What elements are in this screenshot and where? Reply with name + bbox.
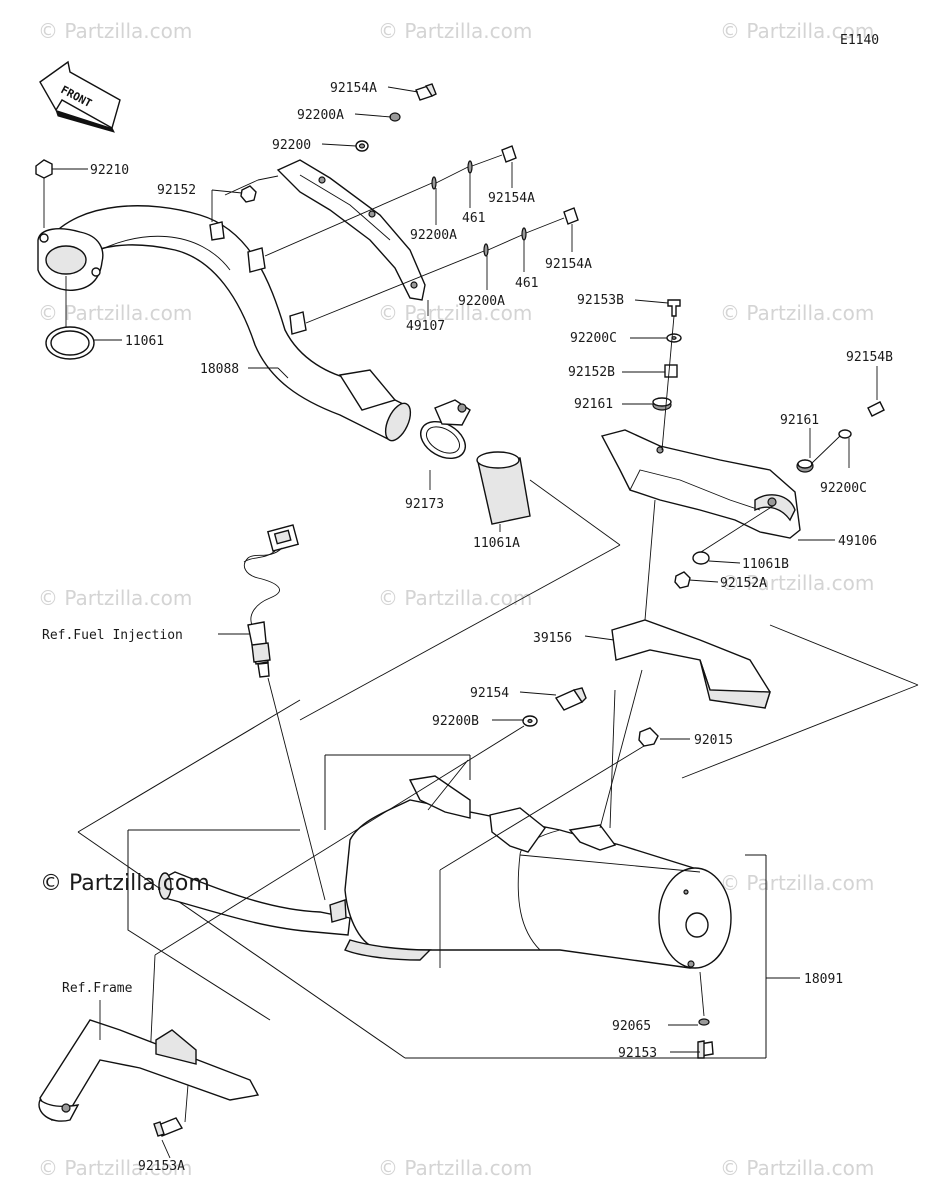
- label-92210: 92210: [90, 163, 129, 178]
- label-49107: 49107: [406, 319, 445, 334]
- grommet-92161-2: [796, 459, 814, 473]
- ref-fuel-injection: Ref.Fuel Injection: [42, 628, 183, 643]
- clamp-92173: [420, 399, 471, 460]
- label-92152A: 92152A: [720, 576, 767, 591]
- frame-reference: [38, 1000, 260, 1122]
- watermark: © Partzilla.com: [38, 301, 192, 325]
- exhaust-header-pipe: [37, 205, 412, 442]
- label-92200C: 92200C: [570, 331, 617, 346]
- label-92015: 92015: [694, 733, 733, 748]
- label-49106: 49106: [838, 534, 877, 549]
- washer-92200B: [522, 715, 538, 727]
- leader-lines-upper: [43, 86, 621, 721]
- grommet-92161-1: [652, 397, 672, 411]
- label-92153A: 92153A: [138, 1159, 185, 1174]
- leader-lines-right: [584, 299, 919, 779]
- grommet-11061B: [692, 551, 710, 565]
- label-92200B: 92200B: [432, 714, 479, 729]
- sleeve-11061A: [476, 451, 531, 525]
- washer-92065: [698, 1018, 710, 1026]
- heat-cover-49106: [600, 429, 801, 539]
- label-92152: 92152: [157, 183, 196, 198]
- watermark: © Partzilla.com: [38, 1156, 192, 1180]
- oxygen-sensor: [243, 524, 300, 678]
- bolt-92154: [554, 687, 587, 711]
- nut-92152: [240, 185, 257, 203]
- heat-guard-39156: [611, 619, 771, 709]
- washer-92200-top: [355, 140, 369, 152]
- label-18091: 18091: [804, 972, 843, 987]
- label-461: 461: [462, 211, 485, 226]
- watermark: © Partzilla.com: [720, 871, 874, 895]
- label-92200C: 92200C: [820, 481, 867, 496]
- label-92154B: 92154B: [846, 350, 893, 365]
- gasket-11061: [45, 326, 95, 360]
- label-18088: 18088: [200, 362, 239, 377]
- watermark: © Partzilla.com: [378, 1156, 532, 1180]
- label-92200: 92200: [272, 138, 311, 153]
- label-11061B: 11061B: [742, 557, 789, 572]
- watermark: © Partzilla.com: [720, 19, 874, 43]
- watermark: © Partzilla.com: [38, 586, 192, 610]
- nut-92210: [35, 159, 53, 179]
- washer-461-1: [467, 160, 473, 174]
- bolt-92154A-top: [415, 83, 437, 101]
- washer-92200C-1: [666, 333, 682, 343]
- watermark: © Partzilla.com: [378, 301, 532, 325]
- washer-92200A-mid1: [431, 176, 437, 190]
- watermark: © Partzilla.com: [720, 571, 874, 595]
- front-arrow-icon: FRONT: [39, 60, 121, 133]
- label-92173: 92173: [405, 497, 444, 512]
- label-92153: 92153: [618, 1046, 657, 1061]
- label-39156: 39156: [533, 631, 572, 646]
- label-11061A: 11061A: [473, 536, 520, 551]
- nut-92152A: [674, 571, 691, 589]
- label-92161: 92161: [574, 397, 613, 412]
- part-labels: 92154A 92200A 92200 92210 92152 92200A 4…: [42, 81, 893, 1174]
- watermarks: © Partzilla.com © Partzilla.com © Partzi…: [38, 19, 874, 1180]
- label-92152B: 92152B: [568, 365, 615, 380]
- label-92200A: 92200A: [458, 294, 505, 309]
- bolt-92154A-mid1: [501, 145, 517, 163]
- label-92154: 92154: [470, 686, 509, 701]
- main-watermark: © Partzilla.com: [40, 871, 210, 896]
- watermark: © Partzilla.com: [720, 301, 874, 325]
- watermark: © Partzilla.com: [720, 1156, 874, 1180]
- watermark: © Partzilla.com: [378, 586, 532, 610]
- label-92154A: 92154A: [488, 191, 535, 206]
- label-92153B: 92153B: [577, 293, 624, 308]
- muffler-18091: [158, 775, 732, 969]
- label-92154A: 92154A: [330, 81, 377, 96]
- washer-92200C-2: [838, 429, 852, 439]
- watermark: © Partzilla.com: [38, 19, 192, 43]
- label-92161: 92161: [780, 413, 819, 428]
- watermark: © Partzilla.com: [378, 19, 532, 43]
- washer-461-2: [521, 227, 527, 241]
- washer-92200A-top: [389, 112, 401, 122]
- label-461: 461: [515, 276, 538, 291]
- label-92154A: 92154A: [545, 257, 592, 272]
- washer-92200A-mid2: [483, 243, 489, 257]
- label-92065: 92065: [612, 1019, 651, 1034]
- diagram-code: E1140: [840, 33, 879, 48]
- nut-92015: [638, 727, 659, 747]
- label-92200A: 92200A: [297, 108, 344, 123]
- bolt-92154B: [867, 401, 885, 417]
- label-11061: 11061: [125, 334, 164, 349]
- collar-92152B: [664, 364, 678, 378]
- ref-frame: Ref.Frame: [62, 981, 133, 996]
- heat-guard-49107: [276, 159, 426, 301]
- bolt-92153A: [153, 1117, 184, 1137]
- label-92200A: 92200A: [410, 228, 457, 243]
- leader-lines-lower: [149, 669, 705, 1123]
- bolt-92153: [697, 1040, 714, 1059]
- bolt-92153B: [667, 299, 681, 317]
- bolt-92154A-mid2: [563, 207, 579, 225]
